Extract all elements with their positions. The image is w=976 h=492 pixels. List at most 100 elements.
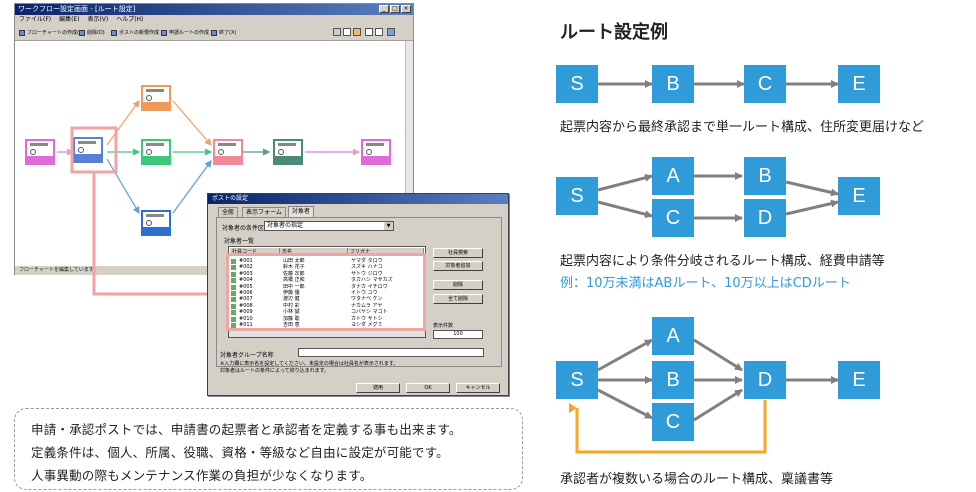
table-cell: 小林 誠 [283,309,300,316]
flow-node-teal[interactable] [273,139,303,165]
flow-node-end[interactable] [361,139,391,165]
flowchart-connectors [57,100,361,215]
route-node-a: A [652,157,694,195]
app-title: ワークフロー設定画面 - [ルート設定] [18,5,136,13]
delete-all-button[interactable]: 全て削除 [433,294,483,304]
table-cell: #011 [239,322,253,328]
app-title-bar: ワークフロー設定画面 - [ルート設定] _ □ × [15,4,413,15]
tab-display-form[interactable]: 表示フォーム [242,207,286,218]
table-cell: ヨシダ メグミ [351,322,383,328]
toolbar-create-flowchart-button[interactable]: フローチャートの作成(C) [19,28,84,38]
paste-icon[interactable] [353,28,361,36]
delete-target-button[interactable]: 削除 [433,280,483,290]
table-cell: #008 [239,302,253,309]
table-cell: 渡辺 健 [283,296,300,303]
loop-back-arrow [569,400,767,454]
table-cell: #007 [239,296,253,303]
column-header-code[interactable]: 社員コード [230,248,280,256]
toolbar-delete-button[interactable]: 削除(D) [79,28,105,38]
table-cell: コバヤシ マコト [351,309,388,316]
toolbar-exit-button[interactable]: 終了(X) [211,28,236,38]
person-icon [231,323,236,328]
route-node-e: E [838,361,880,399]
display-count-field[interactable]: 100 [433,330,483,339]
cancel-button[interactable]: キャンセル [456,383,500,393]
tab-general[interactable]: 全般 [218,207,239,218]
callout-line: 定義条件は、個人、所属、役職、資格・等級など自由に設定が可能です。 [31,445,449,460]
table-cell: 佐藤 次郎 [283,270,305,277]
flow-node-blue[interactable] [141,210,171,236]
arrow [693,388,743,422]
condition-select-value: 対象者の指定 [267,222,304,229]
arrow [785,180,839,197]
list-group-label: 対象者一覧 [224,238,255,245]
table-cell: #009 [239,309,253,316]
arrow [597,388,653,420]
group-name-input[interactable] [298,348,484,357]
dialog-note: 対象者はルートの条件によって絞り込まれます。 [220,368,330,374]
display-count-label: 表示件数 [433,323,454,329]
table-cell: 中村 彩 [283,302,300,309]
dialog-note: ※入力欄に表示名を設定してください。未設定の場合は社員名が表示されます。 [220,361,399,367]
arrow [597,338,653,372]
route-example: 例：10万未満はABルート、10万以上はCDルート [560,276,851,291]
table-cell: #006 [239,290,253,296]
route-node-s: S [556,361,598,399]
minimize-button[interactable]: _ [379,5,389,13]
table-cell: 加藤 聡 [283,315,300,322]
copy-icon[interactable] [343,28,351,36]
flow-node-green[interactable] [141,139,171,165]
flow-node-pink[interactable] [213,139,243,165]
toolbar-create-route-button[interactable]: 申請ルートの作成 [161,28,209,38]
menu-bar: ファイル(F) 編集(E) 表示(V) ヘルプ(H) [15,15,413,25]
flow-node-selected[interactable] [73,137,103,163]
table-cell: #003 [239,270,253,277]
person-icon [231,303,236,309]
menu-help[interactable]: ヘルプ(H) [116,16,144,23]
dialog-title: ポストの設定 [208,194,508,204]
table-cell: #004 [239,277,253,284]
menu-view[interactable]: 表示(V) [87,16,109,23]
add-target-button[interactable]: 対象者追加 [433,261,483,271]
flow-node-orange[interactable] [141,85,171,111]
condition-label: 対象者の条件区分 [222,225,271,232]
callout-line: 申請・承認ポストでは、申請書の起票者と承認者を定義する事も出来ます。 [31,422,462,437]
route-node-d: D [744,199,786,237]
table-cell: スズキ ハナコ [351,264,383,271]
zoom-in-icon[interactable] [365,28,373,36]
column-header-name[interactable]: 氏名 [280,248,348,256]
toolbar-new-post-button[interactable]: ポストの新規作成 [111,28,159,38]
maximize-button[interactable]: □ [390,5,400,13]
table-cell: #010 [239,315,253,322]
table-cell: 鈴木 花子 [283,264,305,271]
table-cell: ヤマダ タロウ [351,258,383,264]
zoom-out-icon[interactable] [375,28,383,36]
route-node-s: S [556,65,598,103]
flow-node-start[interactable] [25,139,55,165]
employee-search-button[interactable]: 社員検索 [433,248,483,258]
route-node-b: B [652,361,694,399]
route-node-c: C [744,65,786,103]
list-highlight [226,253,426,331]
condition-select[interactable]: 対象者の指定 ▼ [264,221,394,231]
cut-icon[interactable] [333,28,341,36]
toolbar: フローチャートの作成(C) 削除(D) ポストの新規作成 申請ルートの作成 終了… [15,25,413,41]
route-node-a: A [652,317,694,355]
vertical-scrollbar[interactable] [405,41,413,266]
help-icon[interactable] [387,28,395,36]
close-button[interactable]: × [401,5,411,13]
table-cell: #001 [239,258,253,264]
ok-button[interactable]: OK [406,383,450,393]
route-node-c: C [652,403,694,441]
chevron-down-icon[interactable]: ▼ [384,222,393,230]
apply-button[interactable]: 適用 [356,383,400,393]
menu-edit[interactable]: 編集(E) [59,16,80,23]
tab-target[interactable]: 対象者 [288,206,315,218]
route-node-e: E [838,177,880,215]
column-header-kana[interactable]: フリガナ [348,248,424,256]
route-node-b: B [744,157,786,195]
arrow [785,199,839,216]
menu-file[interactable]: ファイル(F) [19,16,52,23]
